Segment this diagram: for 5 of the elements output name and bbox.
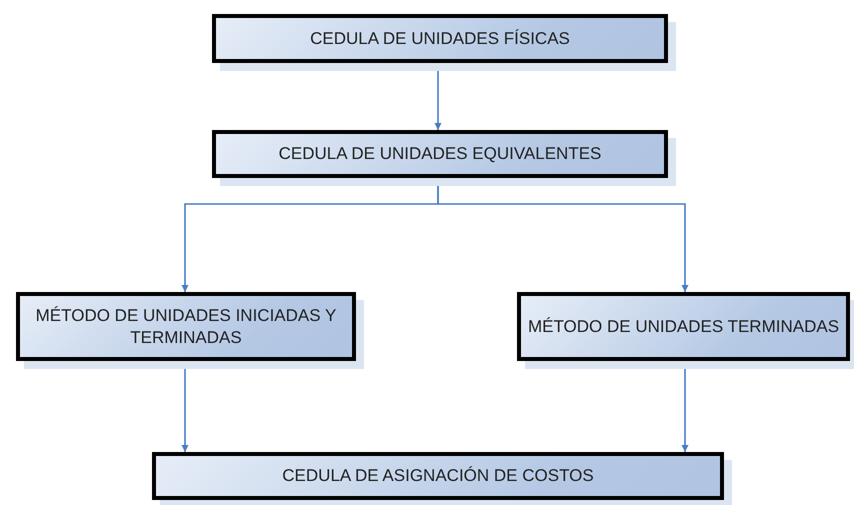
box-label: MÉTODO DE UNIDADES TERMINADAS [526, 316, 840, 338]
box-label: CEDULA DE UNIDADES EQUIVALENTES [278, 143, 602, 165]
box-label: CEDULA DE UNIDADES FÍSICAS [309, 28, 571, 50]
box-label: CEDULA DE ASIGNACIÓN DE COSTOS [281, 465, 595, 487]
box-label: MÉTODO DE UNIDADES INICIADAS Y TERMINADAS [34, 305, 338, 348]
